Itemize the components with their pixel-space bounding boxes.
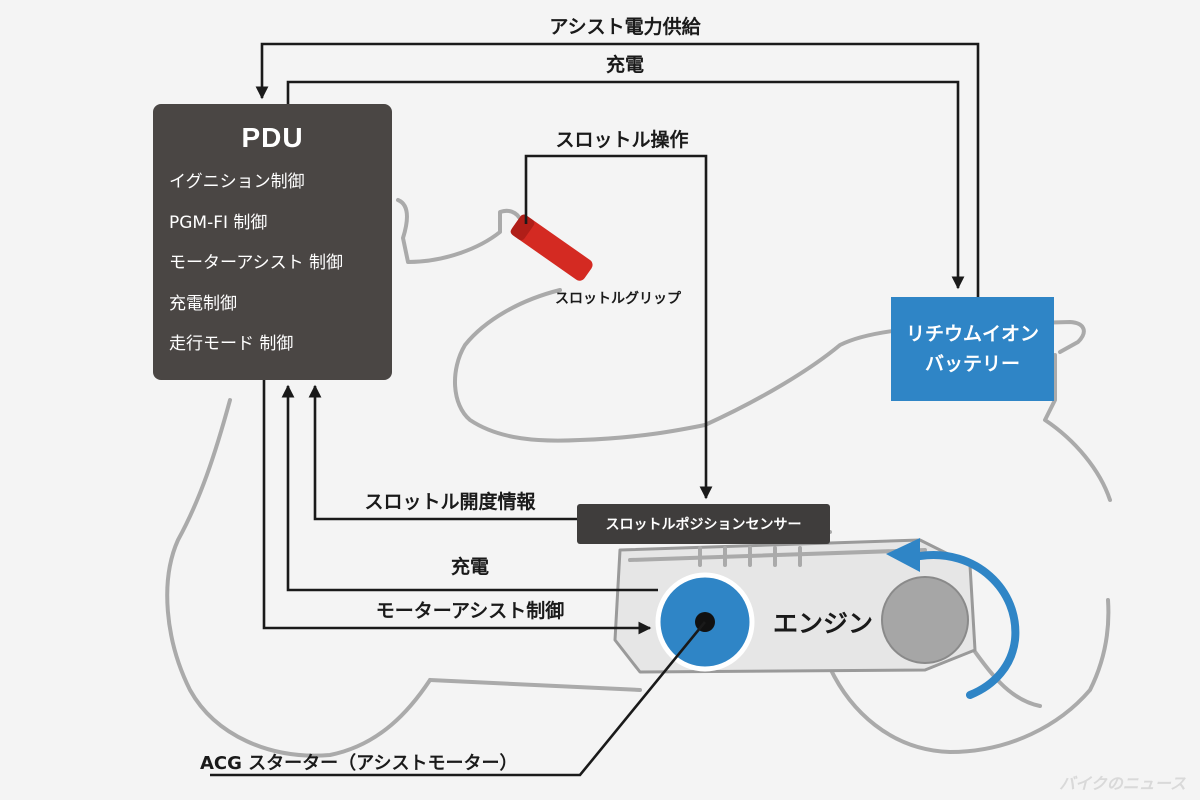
pdu-title: PDU: [241, 122, 304, 153]
throttle-grip-icon: [510, 214, 593, 281]
pdu-function-charge: 充電制御: [169, 293, 237, 314]
rotation-arrow-icon: [886, 538, 1020, 699]
pdu-function-pgm-fi: PGM-FI 制御: [169, 212, 268, 233]
charge-bottom-line: [281, 384, 658, 592]
throttle-info-line: [308, 384, 577, 521]
charge-bottom-label: 充電: [451, 555, 489, 578]
pdu-box: PDU イグニション制御 PGM-FI 制御 モーターアシスト 制御 充電制御 …: [153, 104, 392, 380]
flow-lines: [210, 42, 980, 777]
throttle-operation-line: [524, 154, 713, 500]
battery-label-line2: バッテリー: [924, 353, 1020, 375]
assist-power-line: [255, 42, 980, 298]
battery-label-line1: リチウムイオン: [905, 323, 1039, 345]
lithium-ion-battery-box: リチウムイオン バッテリー: [891, 297, 1054, 401]
charge-top-line: [286, 80, 965, 290]
throttle-info-label: スロットル開度情報: [364, 490, 536, 513]
credit-watermark: バイクのニュース: [1059, 774, 1186, 793]
throttle-position-sensor-box: スロットルポジションセンサー: [577, 504, 830, 544]
motor-assist-label: モーターアシスト制御: [376, 599, 564, 622]
charge-top-label: 充電: [606, 53, 644, 76]
engine-label: エンジン: [773, 609, 873, 638]
engine-pulley: [881, 576, 969, 664]
pdu-function-ride-mode: 走行モード 制御: [169, 334, 294, 354]
pdu-function-list: イグニション制御 PGM-FI 制御 モーターアシスト 制御 充電制御 走行モー…: [169, 170, 343, 373]
motor-assist-line: [262, 380, 652, 635]
pdu-function-ignition: イグニション制御: [169, 172, 305, 192]
pdu-function-motor-assist: モーターアシスト 制御: [169, 253, 344, 273]
acg-leader-line: [210, 621, 707, 777]
assist-power-label: アシスト電力供給: [549, 15, 701, 38]
throttle-position-sensor-label: スロットルポジションセンサー: [605, 517, 802, 533]
throttle-grip-label: スロットルグリップ: [555, 290, 682, 307]
acg-starter-label: ACG スターター（アシストモーター）: [200, 753, 517, 774]
throttle-operation-label: スロットル操作: [555, 128, 688, 151]
